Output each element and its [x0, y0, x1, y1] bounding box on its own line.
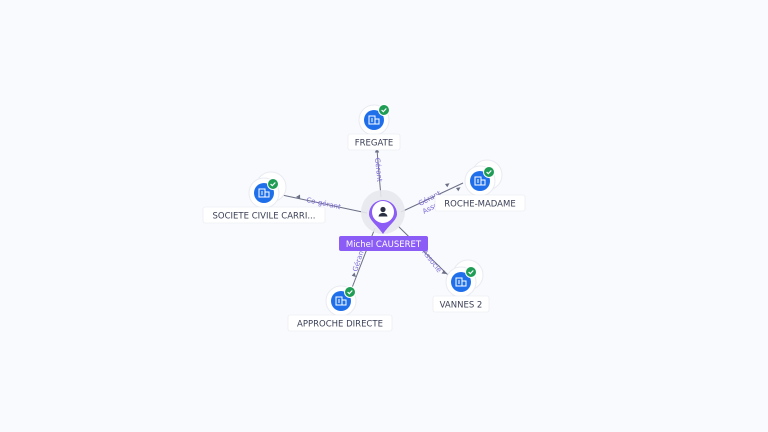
node-label-societe-civile: SOCIETE CIVILE CARRI...: [213, 212, 316, 222]
company-node-societe-civile[interactable]: SOCIETE CIVILE CARRI...: [202, 171, 326, 224]
check-badge-icon: [483, 166, 495, 178]
building-icon: [368, 115, 380, 125]
edge-label-vannes-2-0: Associé: [420, 248, 443, 274]
company-node-vannes-2[interactable]: VANNES 2: [432, 259, 490, 313]
edge-fregate: Gérant: [373, 148, 384, 198]
company-node-roche-madame[interactable]: ROCHE-MADAME: [434, 159, 526, 212]
company-node-approche-directe[interactable]: APPROCHE DIRECTE: [287, 285, 393, 332]
node-label-fregate: FREGATE: [355, 139, 393, 149]
check-badge-icon: [344, 286, 356, 298]
edge-label-fregate-0: Gérant: [373, 157, 383, 182]
company-node-fregate[interactable]: FREGATE: [347, 104, 401, 151]
person-node-center[interactable]: Michel CAUSERET: [339, 190, 428, 251]
building-icon: [335, 296, 347, 306]
node-label-roche-madame: ROCHE-MADAME: [444, 200, 515, 210]
building-icon: [258, 188, 270, 198]
node-label-vannes-2: VANNES 2: [440, 301, 483, 311]
check-badge-icon: [378, 104, 390, 116]
building-icon: [455, 277, 467, 287]
person-label: Michel CAUSERET: [346, 240, 422, 250]
building-icon: [474, 176, 486, 186]
check-badge-icon: [267, 178, 279, 190]
check-badge-icon: [465, 266, 477, 278]
person-icon: [378, 206, 388, 217]
node-label-approche-directe: APPROCHE DIRECTE: [297, 320, 383, 330]
